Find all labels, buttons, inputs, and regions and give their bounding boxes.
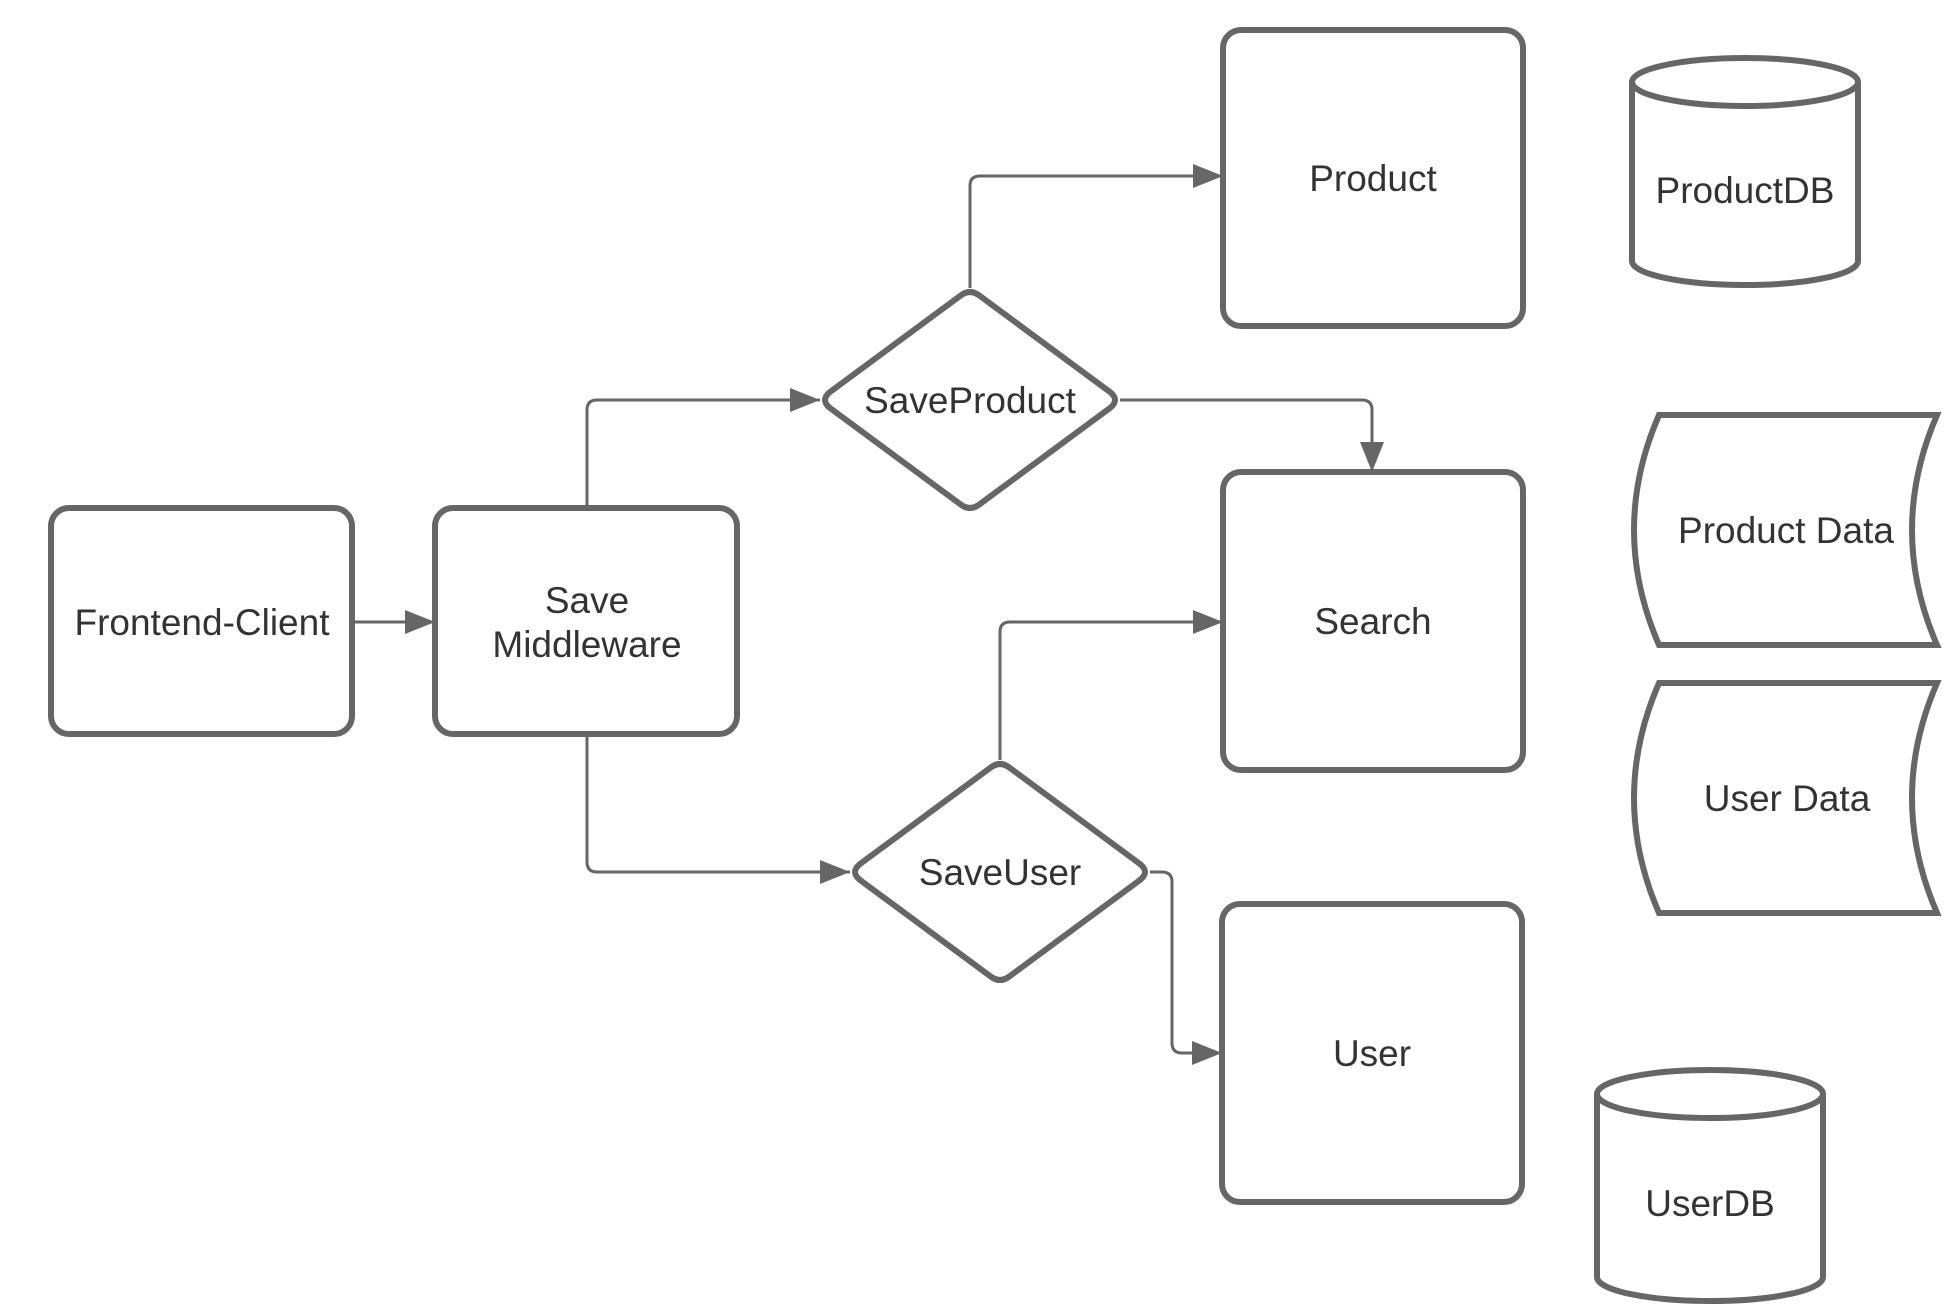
product-db-label: ProductDB — [1656, 170, 1835, 211]
node-user-data-shape — [1631, 680, 1942, 916]
search-label: Search — [1314, 601, 1431, 642]
user-label: User — [1333, 1033, 1411, 1074]
node-labels: Frontend-Client Save Middleware SaveProd… — [74, 158, 1894, 1224]
node-product-db-cylinder — [1629, 55, 1861, 288]
user-db-cylinder-body — [1594, 1094, 1826, 1304]
node-save-middleware — [432, 505, 740, 737]
edge-saveproduct-to-search — [1120, 398, 1384, 472]
node-shapes — [48, 27, 1942, 1304]
user-db-cylinder-top — [1594, 1067, 1826, 1121]
save-product-label: SaveProduct — [864, 380, 1077, 421]
product-label: Product — [1309, 158, 1437, 199]
node-user-db-cylinder — [1594, 1067, 1826, 1304]
edge-saveproduct-to-product — [968, 164, 1223, 288]
save-middleware-label-line2: Middleware — [492, 624, 681, 665]
node-product — [1220, 27, 1526, 329]
edge-middleware-to-saveproduct — [585, 388, 820, 508]
user-db-label: UserDB — [1645, 1183, 1775, 1224]
save-middleware-label-line1: Save — [545, 580, 629, 621]
node-product-data-shape — [1631, 412, 1942, 648]
edge-saveuser-to-user — [1150, 870, 1222, 1065]
frontend-client-label: Frontend-Client — [74, 602, 330, 643]
node-save-product-diamond — [822, 289, 1118, 511]
edge-saveuser-to-search — [998, 610, 1223, 760]
edges — [352, 164, 1384, 1065]
product-db-cylinder-top — [1629, 55, 1861, 109]
product-data-label: Product Data — [1678, 510, 1894, 551]
product-db-cylinder-body — [1629, 82, 1861, 288]
edge-middleware-to-saveuser — [585, 734, 850, 884]
user-data-label: User Data — [1704, 778, 1871, 819]
node-save-user-diamond — [852, 761, 1148, 983]
save-user-label: SaveUser — [919, 852, 1081, 893]
